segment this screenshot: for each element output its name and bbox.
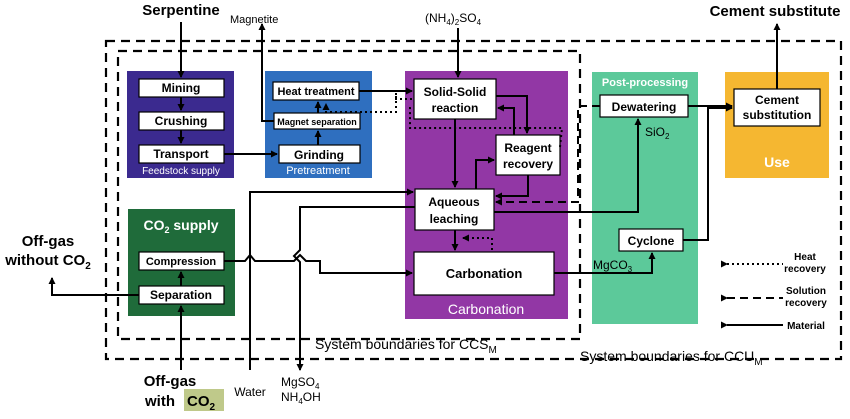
legend-solution-2: recovery [785, 298, 827, 309]
cement-substitute-label: Cement substitute [710, 3, 841, 20]
carbonation-title: Carbonation [448, 301, 524, 317]
ccs-boundary [116, 49, 582, 341]
aqueous-label-1: Aqueous [428, 195, 480, 209]
mining-label: Mining [162, 81, 201, 95]
pretreatment-title: Pretreatment [286, 165, 350, 177]
legend-solution-1: Solution [786, 286, 826, 297]
heat-recovery-carbonation [462, 234, 493, 250]
mgco3-label: MgCO3 [593, 258, 633, 274]
heat-recovery-solidsolid [395, 92, 412, 100]
grinding-label: Grinding [294, 148, 344, 162]
offgas-co2-highlight [184, 389, 224, 411]
flow-carbonation-cyclone [554, 252, 656, 274]
cyclone-label: Cyclone [628, 234, 675, 248]
compression-label: Compression [146, 256, 217, 268]
serpentine-label: Serpentine [142, 2, 220, 19]
ammonium-sulfate-label: (NH4)2SO4 [425, 11, 482, 27]
offgas-out-line1: Off-gas [22, 233, 75, 250]
flow-reagent-solidsolid [497, 104, 515, 135]
nh4oh-label: NH4OH [281, 390, 321, 406]
sio2-label: SiO2 [645, 125, 670, 141]
flow-aqueous-reagent [475, 156, 495, 189]
ccu-boundary-label: System boundaries for CCUM [580, 348, 763, 368]
carbonation-box-label: Carbonation [446, 266, 523, 281]
heat-treatment-label: Heat treatment [277, 86, 354, 98]
feedstock-title: Feedstock supply [142, 166, 220, 177]
heat-recovery-to-heat-treatment [322, 96, 397, 113]
flow-water-aqueous [249, 188, 414, 370]
magnetite-label: Magnetite [230, 14, 278, 26]
legend-heat-2: recovery [784, 264, 826, 275]
offgas-in-line2: with [144, 393, 175, 410]
offgas-in-co2: CO2 [187, 393, 216, 413]
co2-supply-title: CO2 supply [143, 217, 218, 235]
reagent-label-1: Reagent [504, 141, 551, 155]
reagent-recovery-box [495, 134, 561, 176]
grinding-box [278, 144, 361, 164]
flow-compression-carbonation [224, 253, 413, 277]
use-title: Use [764, 154, 790, 170]
legend [721, 260, 783, 329]
aqueous-leaching-box [414, 188, 495, 231]
ccu-boundary [104, 39, 843, 361]
flow-aqueous-mgso4 [292, 206, 415, 371]
solid-solid-box [413, 78, 497, 120]
separation-label: Separation [150, 288, 212, 302]
flow-aqueous-dewatering [494, 118, 642, 213]
solid-solid-label-2: reaction [432, 101, 479, 115]
transport-label: Transport [153, 147, 208, 161]
solution-recovery-dewatering [495, 105, 600, 206]
legend-material: Material [787, 321, 825, 332]
offgas-out-line2: without CO2 [4, 252, 91, 272]
legend-heat-1: Heat [794, 252, 816, 263]
flow-solidsolid-reagent [496, 95, 531, 134]
cement-substitution-label-2: substitution [743, 108, 812, 122]
flow-cyclone-cement [683, 104, 733, 241]
flow-magnetite-out [258, 23, 274, 122]
solid-solid-label-1: Solid-Solid [424, 85, 487, 99]
flow-reagent-aqueous [495, 175, 529, 200]
aqueous-label-2: leaching [430, 212, 479, 226]
crushing-label: Crushing [155, 114, 208, 128]
cement-substitution-label-1: Cement [755, 93, 799, 107]
heat-recovery-to-solidsolid [409, 107, 564, 148]
water-label: Water [234, 385, 266, 399]
mgso4-label: MgSO4 [281, 375, 320, 391]
post-processing-title: Post-processing [602, 77, 688, 89]
offgas-in-line1: Off-gas [144, 373, 197, 390]
dewatering-label: Dewatering [612, 100, 677, 114]
ccs-boundary-label: System boundaries for CCSM [315, 336, 497, 356]
carbonation-box [413, 251, 555, 296]
reagent-label-2: recovery [503, 157, 553, 171]
flow-separation-offgas-out [48, 277, 139, 296]
magnet-separation-label: Magnet separation [277, 117, 357, 127]
